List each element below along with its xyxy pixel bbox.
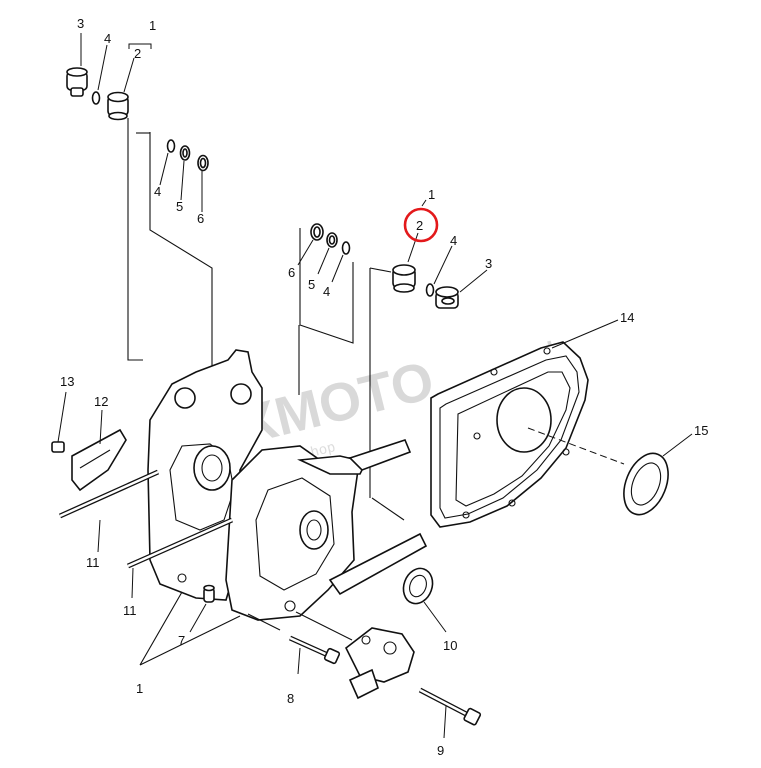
label-10: 10 xyxy=(443,638,457,653)
label-6-mid: 6 xyxy=(197,211,204,226)
callout-labels: 1 2 3 4 4 5 6 6 5 4 1 2 4 3 14 15 13 12 … xyxy=(60,16,708,758)
label-3-top: 3 xyxy=(77,16,84,31)
label-4-right: 4 xyxy=(450,233,457,248)
label-5-center: 5 xyxy=(308,277,315,292)
clip-12 xyxy=(71,428,127,492)
highlight-circle xyxy=(403,207,439,243)
bolt-8 xyxy=(247,613,341,675)
right-collar-group xyxy=(369,199,488,498)
oil-seal-10 xyxy=(402,567,447,633)
label-2-right: 2 xyxy=(416,218,423,233)
label-14: 14 xyxy=(620,310,634,325)
label-11-b: 11 xyxy=(123,603,137,618)
cover-14 xyxy=(430,319,625,528)
label-8: 8 xyxy=(287,691,294,706)
pump-housing xyxy=(295,611,415,700)
mid-left-orings xyxy=(136,132,213,373)
o-ring-4-mid xyxy=(166,139,176,153)
top-left-parts xyxy=(66,33,152,361)
label-4-top: 4 xyxy=(104,31,111,46)
label-7: 7 xyxy=(178,633,185,648)
washer-15 xyxy=(623,433,693,516)
label-1-right: 1 xyxy=(428,187,435,202)
cover-14-opening xyxy=(496,387,552,453)
label-5-mid: 5 xyxy=(176,199,183,214)
studs-11 xyxy=(58,469,234,599)
label-4-mid: 4 xyxy=(154,184,161,199)
center-orings xyxy=(297,223,354,395)
label-15: 15 xyxy=(694,423,708,438)
label-1-top: 1 xyxy=(149,18,156,33)
label-4-center: 4 xyxy=(323,284,330,299)
label-9: 9 xyxy=(437,743,444,758)
label-6-center: 6 xyxy=(288,265,295,280)
bolt-13 xyxy=(51,441,65,453)
washer-15-outer xyxy=(623,452,669,516)
bolt-13-clip-12 xyxy=(51,391,127,492)
dowel-7 xyxy=(189,584,215,633)
label-13: 13 xyxy=(60,374,74,389)
o-ring-4-right xyxy=(425,283,435,297)
crankcase-1 xyxy=(139,349,428,666)
oil-seal-10-outer xyxy=(402,567,434,605)
label-1-bottom: 1 xyxy=(136,681,143,696)
label-2-top: 2 xyxy=(134,46,141,61)
label-3-right: 3 xyxy=(485,256,492,271)
o-ring-4-center xyxy=(341,241,351,255)
label-12: 12 xyxy=(94,394,108,409)
o-ring-4-top xyxy=(91,91,101,105)
bolt-9 xyxy=(418,687,482,739)
label-11-a: 11 xyxy=(86,555,100,570)
